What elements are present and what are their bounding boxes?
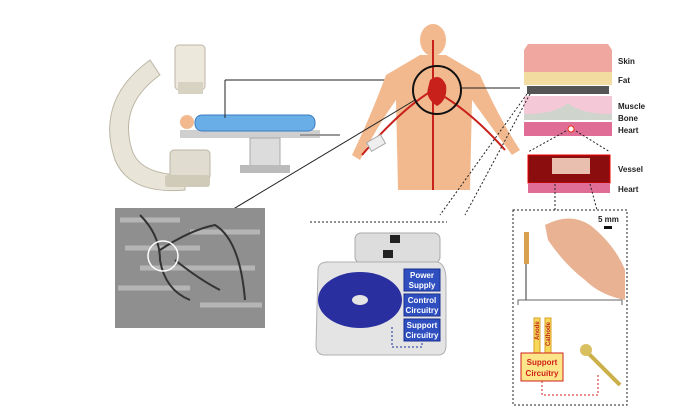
implant-circuit: Anode Cathode Support Circuitry [520, 317, 622, 396]
human-body [352, 24, 520, 190]
label-vessel-heart: Heart [618, 185, 639, 194]
support-circuitry-label-1: Support [407, 321, 438, 330]
label-skin: Skin [618, 57, 635, 66]
label-heart: Heart [618, 126, 639, 135]
support-circuitry-label-2: Circuitry [406, 331, 439, 340]
power-supply-label-1: Power [410, 271, 434, 280]
label-cathode: Cathode [546, 321, 552, 346]
hand-holding-implant [517, 218, 625, 305]
label-bone: Bone [618, 114, 639, 123]
label-anode: Anode [535, 321, 541, 340]
c-arm-xray-machine [109, 44, 211, 192]
label-fat: Fat [618, 76, 630, 85]
tissue-layers [524, 44, 612, 193]
control-circuitry-label-2: Circuitry [406, 306, 439, 315]
support-circuitry-label-1: Support [527, 358, 558, 367]
power-supply-label-2: Supply [409, 281, 436, 290]
patient-on-bed [180, 114, 340, 173]
scale-bar [604, 226, 612, 229]
implanted-device-layer [527, 86, 609, 94]
label-muscle: Muscle [618, 102, 646, 111]
angiogram-image [115, 208, 265, 328]
scale-bar-label: 5 mm [598, 215, 619, 224]
wearable-transmitter-device: Power Supply Control Circuitry Support C… [315, 232, 447, 356]
control-circuitry-label-1: Control [408, 296, 436, 305]
label-vessel: Vessel [618, 165, 643, 174]
support-circuitry-label-2: Circuitry [526, 369, 559, 378]
heart-zoom-circle [412, 65, 462, 115]
